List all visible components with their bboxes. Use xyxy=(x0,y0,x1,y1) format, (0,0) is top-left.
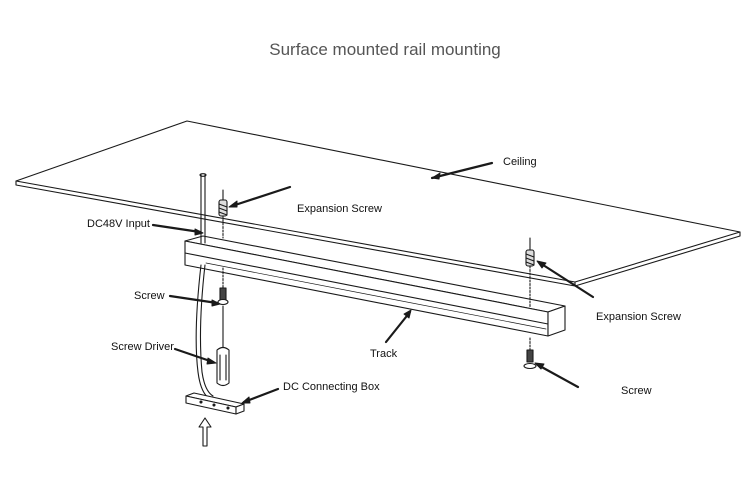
screw-left-leader-arrowhead xyxy=(211,299,221,307)
dc-box-leader-arrowhead xyxy=(241,396,251,404)
expansion-screw-right-leader-arrowhead xyxy=(536,260,547,269)
screw-right-leader-arrowhead xyxy=(534,362,545,370)
expansion-screw-right xyxy=(525,237,535,309)
expansion-screw-left-leader-arrow xyxy=(230,185,292,208)
ceiling-leader-arrow xyxy=(430,161,494,180)
screw-driver-tool xyxy=(216,305,230,387)
track-leader-arrowhead xyxy=(403,309,412,319)
screw-left xyxy=(217,267,229,306)
ceiling-leader-arrowhead xyxy=(431,172,441,180)
screw-driver-leader-arrowhead xyxy=(206,357,217,365)
screw-right-label: Screw xyxy=(621,385,652,397)
leader-arrows xyxy=(151,161,595,404)
ceiling-label: Ceiling xyxy=(503,156,537,168)
expansion-screw-left-label: Expansion Screw xyxy=(297,203,382,215)
dc48v-input-leader-arrowhead xyxy=(194,228,204,236)
screw-right xyxy=(523,337,537,370)
dc-connecting-box-label: DC Connecting Box xyxy=(283,381,380,393)
diagram-title: Surface mounted rail mounting xyxy=(269,40,501,59)
expansion-screw-left-leader-arrowhead xyxy=(228,200,238,208)
screw-left-label: Screw xyxy=(134,290,165,302)
screw-right-leader-arrow xyxy=(536,363,580,389)
track-rail xyxy=(184,235,566,337)
screw-driver-leader-arrow xyxy=(173,347,215,364)
track-leader-arrow xyxy=(384,310,412,344)
expansion-screw-right-leader-arrow xyxy=(538,261,595,299)
track-label: Track xyxy=(370,348,398,360)
power-cable xyxy=(195,173,214,400)
dc-connecting-box xyxy=(185,392,245,415)
expansion-screw-right-label: Expansion Screw xyxy=(596,311,681,323)
dc48v-input-leader-arrow xyxy=(151,223,202,234)
insert-up-arrow xyxy=(198,417,212,447)
expansion-screw-left xyxy=(218,189,228,239)
screw-driver-label: Screw Driver xyxy=(111,341,174,353)
dc48v-input-label: DC48V Input xyxy=(87,218,150,230)
screw-left-leader-arrow xyxy=(168,294,219,305)
